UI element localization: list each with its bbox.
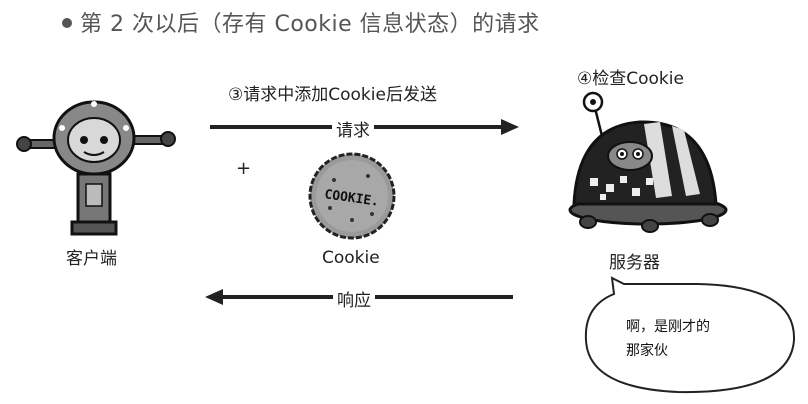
server-robot-icon bbox=[568, 91, 728, 233]
speech-bubble bbox=[584, 276, 796, 394]
client-robot-icon bbox=[16, 100, 176, 236]
cookie-label: Cookie bbox=[322, 248, 380, 268]
step3-label: ③请求中添加Cookie后发送 bbox=[228, 85, 437, 105]
title-text: 第 2 次以后（存有 Cookie 信息状态）的请求 bbox=[80, 12, 540, 37]
cookie-icon: COOKIE. bbox=[308, 152, 396, 240]
diagram-title: 第 2 次以后（存有 Cookie 信息状态）的请求 bbox=[62, 6, 540, 38]
client-label: 客户端 bbox=[66, 249, 117, 269]
plus-sign: + bbox=[236, 158, 252, 179]
bubble-text-line2: 那家伙 bbox=[626, 343, 668, 359]
step4-label: ④检查Cookie bbox=[577, 69, 684, 89]
response-label: 响应 bbox=[333, 286, 375, 311]
bubble-text-line1: 啊，是刚才的 bbox=[626, 319, 710, 335]
request-label: 请求 bbox=[332, 116, 374, 141]
title-bullet-icon bbox=[62, 18, 72, 28]
server-label: 服务器 bbox=[609, 253, 660, 273]
